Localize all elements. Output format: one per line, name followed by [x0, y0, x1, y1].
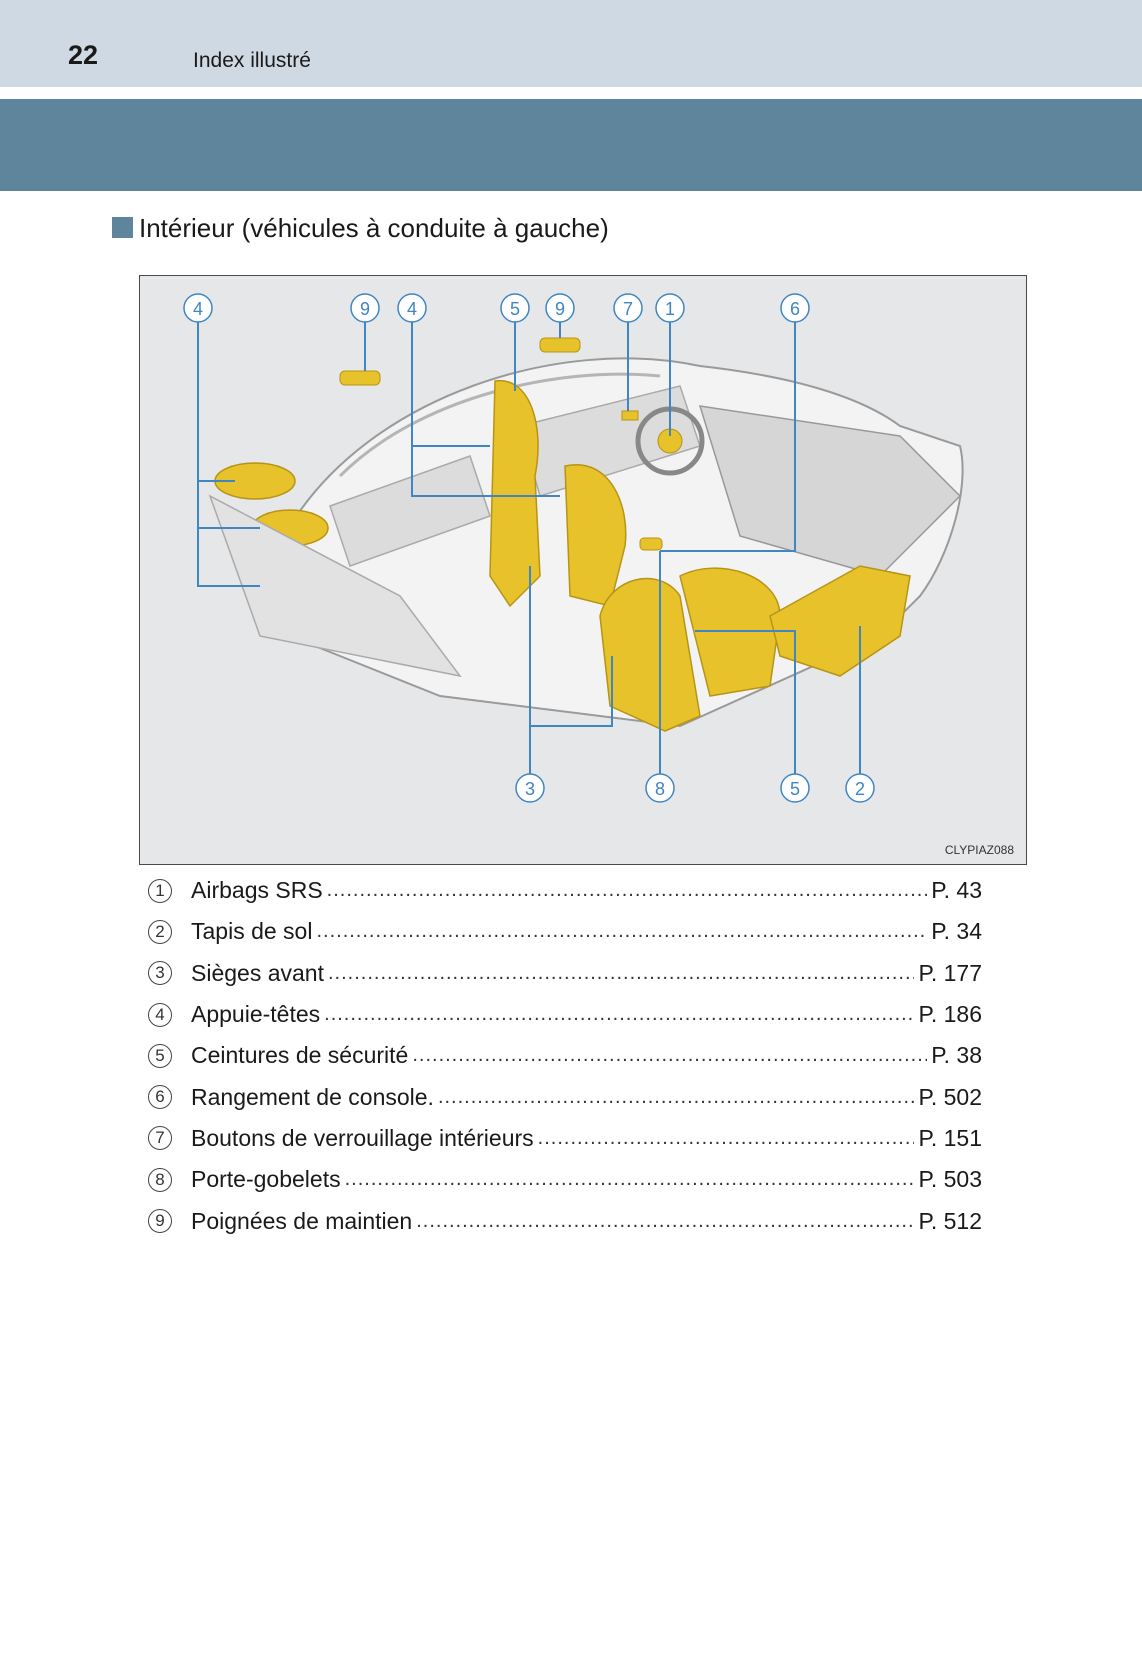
rear-door-panel: [329, 455, 491, 567]
svg-text:9: 9: [555, 299, 565, 319]
legend-label: Boutons de verrouillage intérieurs: [191, 1124, 534, 1151]
svg-text:6: 6: [790, 299, 800, 319]
callout-5-top: 5: [500, 293, 530, 323]
leader-dots: [412, 1044, 927, 1067]
leader-dots: [345, 1168, 915, 1191]
legend-item[interactable]: 2 Tapis de sol P. 34: [148, 911, 982, 952]
legend-number: 6: [148, 1085, 172, 1110]
header-band: [0, 99, 1142, 191]
legend-page-ref[interactable]: P. 43: [931, 877, 982, 904]
callout-1: 1: [655, 293, 685, 323]
callout-4-left: 4: [183, 293, 213, 323]
legend-item[interactable]: 4 Appuie-têtes P. 186: [148, 994, 982, 1035]
legend-item[interactable]: 7 Boutons de verrouillage intérieurs P. …: [148, 1118, 982, 1159]
legend-page-ref[interactable]: P. 38: [931, 1042, 982, 1069]
callout-line-5-bottom: [695, 630, 796, 776]
legend-number: 4: [148, 1002, 172, 1027]
callout-9-left: 9: [350, 293, 380, 323]
legend-label: Sièges avant: [191, 959, 324, 986]
legend-label: Poignées de maintien: [191, 1207, 413, 1234]
legend-page-ref[interactable]: P. 502: [918, 1083, 982, 1110]
dashboard: [698, 405, 962, 577]
svg-text:7: 7: [623, 299, 633, 319]
leader-dots: [538, 1127, 915, 1150]
callout-line-4-center: [411, 320, 560, 497]
legend-item[interactable]: 8 Porte-gobelets P. 503: [148, 1159, 982, 1200]
legend-page-ref[interactable]: P. 503: [918, 1166, 982, 1193]
passenger-seat-back: [489, 380, 541, 608]
svg-text:5: 5: [510, 299, 520, 319]
legend-item[interactable]: 6 Rangement de console. P. 502: [148, 1076, 982, 1117]
callout-line-3: [529, 566, 613, 776]
callout-lines: [197, 320, 861, 776]
legend-label: Rangement de console.: [191, 1083, 434, 1110]
legend-label: Airbags SRS: [191, 877, 323, 904]
floor-mat: [769, 565, 911, 677]
callout-8: 8: [645, 773, 675, 803]
legend-number: 8: [148, 1167, 172, 1192]
assist-grip-front: [539, 337, 581, 353]
leader-dots: [416, 1210, 914, 1233]
header-title: Index illustré: [193, 49, 311, 72]
legend-label: Tapis de sol: [191, 918, 313, 945]
header-top-bar: [0, 0, 1142, 87]
svg-text:2: 2: [855, 779, 865, 799]
svg-text:4: 4: [407, 299, 417, 319]
legend-number: 5: [148, 1043, 172, 1068]
legend-page-ref[interactable]: P. 177: [918, 959, 982, 986]
svg-text:1: 1: [665, 299, 675, 319]
leader-dots: [328, 962, 914, 985]
callout-circles: 4 9 4 5 9 7 1 6 3 8 5 2: [183, 293, 875, 803]
passenger-seat-side: [564, 463, 627, 607]
callout-6: 6: [780, 293, 810, 323]
lock-button: [621, 410, 639, 421]
svg-text:5: 5: [790, 779, 800, 799]
svg-text:8: 8: [655, 779, 665, 799]
legend-label: Appuie-têtes: [191, 1001, 321, 1028]
legend-list: 1 Airbags SRS P. 43 2 Tapis de sol P. 34…: [148, 870, 982, 1242]
legend-item[interactable]: 3 Sièges avant P. 177: [148, 953, 982, 994]
legend-page-ref[interactable]: P. 186: [918, 1001, 982, 1028]
assist-grip-rear: [339, 370, 381, 386]
leader-dots: [438, 1086, 915, 1109]
svg-text:3: 3: [525, 779, 535, 799]
callout-7: 7: [613, 293, 643, 323]
leader-dots: [324, 1003, 914, 1026]
roof-line: [338, 372, 661, 478]
legend-number: 7: [148, 1126, 172, 1151]
callout-3: 3: [515, 773, 545, 803]
callout-2: 2: [845, 773, 875, 803]
page-number: 22: [68, 40, 99, 70]
section-marker-icon: [112, 217, 133, 238]
legend-number: 1: [148, 878, 172, 903]
callout-line-6: [660, 320, 796, 552]
legend-page-ref[interactable]: P. 34: [931, 918, 982, 945]
driver-seat: [599, 577, 701, 732]
callout-4-center: 4: [397, 293, 427, 323]
legend-item[interactable]: 5 Ceintures de sécurité P. 38: [148, 1035, 982, 1076]
legend-page-ref[interactable]: P. 512: [918, 1207, 982, 1234]
svg-text:9: 9: [360, 299, 370, 319]
figure-code: CLYPIAZ088: [944, 843, 1014, 857]
legend-number: 2: [148, 919, 172, 944]
section-title: Intérieur (véhicules à conduite à gauche…: [139, 213, 609, 243]
legend-item[interactable]: 9 Poignées de maintien P. 512: [148, 1200, 982, 1241]
interior-illustration: 4 9 4 5 9 7 1 6 3 8 5 2 CLYPIAZ088: [139, 275, 1027, 865]
callout-5-bottom: 5: [780, 773, 810, 803]
car-interior-drawing: 4 9 4 5 9 7 1 6 3 8 5 2: [183, 293, 964, 803]
callout-9-right: 9: [545, 293, 575, 323]
legend-label: Ceintures de sécurité: [191, 1042, 409, 1069]
legend-number: 3: [148, 961, 172, 986]
callout-line-4-left: [197, 320, 260, 587]
leader-dots: [316, 920, 927, 943]
legend-label: Porte-gobelets: [191, 1166, 341, 1193]
leader-dots: [327, 879, 928, 902]
rear-bench-seat: [208, 494, 462, 678]
legend-item[interactable]: 1 Airbags SRS P. 43: [148, 870, 982, 911]
legend-number: 9: [148, 1209, 172, 1234]
cup-holder: [639, 537, 663, 551]
svg-text:4: 4: [193, 299, 203, 319]
legend-page-ref[interactable]: P. 151: [918, 1124, 982, 1151]
